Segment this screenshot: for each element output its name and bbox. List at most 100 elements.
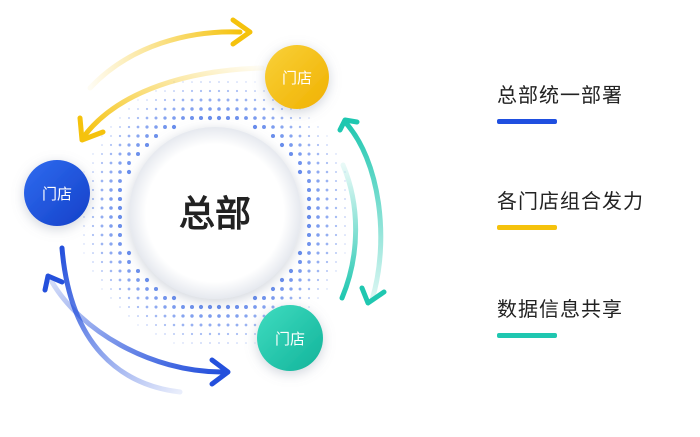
halftone-dot <box>306 223 312 229</box>
halftone-dot <box>344 207 346 209</box>
halftone-dot <box>199 89 203 93</box>
halftone-dot <box>163 296 167 300</box>
halftone-dot <box>127 125 131 129</box>
halftone-dot <box>344 243 346 245</box>
halftone-dot <box>127 260 131 264</box>
halftone-dot <box>217 98 221 102</box>
halftone-dot <box>127 269 131 273</box>
halftone-dot <box>344 180 346 182</box>
halftone-dot <box>119 117 121 119</box>
halftone-dot <box>118 260 122 264</box>
halftone-dot <box>307 179 311 183</box>
halftone-dot <box>244 116 248 120</box>
halftone-dot <box>253 314 257 318</box>
halftone-dot <box>307 161 311 165</box>
halftone-dot <box>234 115 240 121</box>
halftone-dot <box>154 314 158 318</box>
halftone-dot <box>145 116 149 120</box>
halftone-dot <box>100 260 104 264</box>
halftone-dot <box>306 196 312 202</box>
halftone-dot <box>163 98 167 102</box>
halftone-dot <box>118 278 122 282</box>
halftone-dot <box>154 305 158 309</box>
halftone-dot <box>101 270 103 272</box>
halftone-dot <box>316 152 320 156</box>
halftone-dot <box>225 304 231 310</box>
halftone-dot <box>128 315 130 317</box>
halftone-dot <box>280 125 284 129</box>
halftone-dot <box>117 223 123 229</box>
halftone-dot <box>326 288 328 290</box>
store-circle <box>257 305 323 371</box>
halftone-dot <box>279 142 285 148</box>
halftone-dot <box>91 242 95 246</box>
halftone-dot <box>306 205 312 211</box>
halftone-dot <box>244 89 248 93</box>
halftone-dot <box>199 314 203 318</box>
teal-arrow-inner <box>339 162 359 301</box>
halftone-dot <box>127 152 131 156</box>
halftone-dot <box>127 161 131 165</box>
halftone-dot <box>190 116 194 120</box>
halftone-dot <box>253 107 257 111</box>
halftone-dot <box>297 169 303 175</box>
halftone-dot <box>280 107 284 111</box>
halftone-dot <box>335 270 337 272</box>
halftone-dot <box>92 261 94 263</box>
halftone-dot <box>128 117 130 119</box>
halftone-dot <box>137 315 139 317</box>
halftone-dot <box>334 224 338 228</box>
teal-arrow-outer-head <box>337 117 360 133</box>
halftone-dot <box>101 135 103 137</box>
yellow-arrow-inner <box>82 65 265 138</box>
halftone-dot <box>208 314 212 318</box>
halftone-dot <box>325 251 329 255</box>
halftone-dot <box>262 305 266 309</box>
halftone-dot <box>101 288 103 290</box>
halftone-dot <box>155 333 157 335</box>
halftone-dot <box>181 116 185 120</box>
halftone-dot <box>308 126 310 128</box>
halftone-dot <box>127 143 131 147</box>
halftone-dot <box>262 314 266 318</box>
halftone-dot <box>153 133 159 139</box>
halftone-dot <box>100 206 104 210</box>
halftone-dot <box>334 242 338 246</box>
halftone-dot <box>253 305 257 309</box>
halftone-dot <box>289 278 293 282</box>
halftone-dot <box>280 116 284 120</box>
halftone-dot <box>316 215 320 219</box>
halftone-dot <box>235 89 239 93</box>
halftone-dot <box>298 134 302 138</box>
halftone-dot <box>109 215 113 219</box>
halftone-dot <box>298 269 302 273</box>
halftone-dot <box>109 143 113 147</box>
halftone-dot <box>100 179 104 183</box>
halftone-dot <box>127 134 131 138</box>
halftone-dot <box>172 323 176 327</box>
halftone-dot <box>100 161 104 165</box>
halftone-dot <box>118 269 122 273</box>
legend-title: 总部统一部署 <box>497 83 623 107</box>
halftone-dot <box>137 99 139 101</box>
halftone-dot <box>117 205 123 211</box>
halftone-dot <box>334 179 338 183</box>
halftone-dot <box>100 170 104 174</box>
halftone-dot <box>298 287 302 291</box>
halftone-dot <box>83 252 85 254</box>
halftone-dot <box>226 89 230 93</box>
halftone-dot <box>298 296 302 300</box>
halftone-dot <box>326 279 328 281</box>
halftone-dot <box>101 279 103 281</box>
halftone-dot <box>126 250 132 256</box>
halftone-dot <box>217 323 221 327</box>
halftone-dot <box>307 278 311 282</box>
halftone-dot <box>110 288 112 290</box>
halftone-dot <box>109 188 113 192</box>
halftone-dot <box>316 197 320 201</box>
halftone-dot <box>154 296 158 300</box>
halftone-dot <box>181 323 185 327</box>
halftone-dot <box>317 288 319 290</box>
halftone-dot <box>100 242 104 246</box>
arrow-group <box>42 17 387 395</box>
